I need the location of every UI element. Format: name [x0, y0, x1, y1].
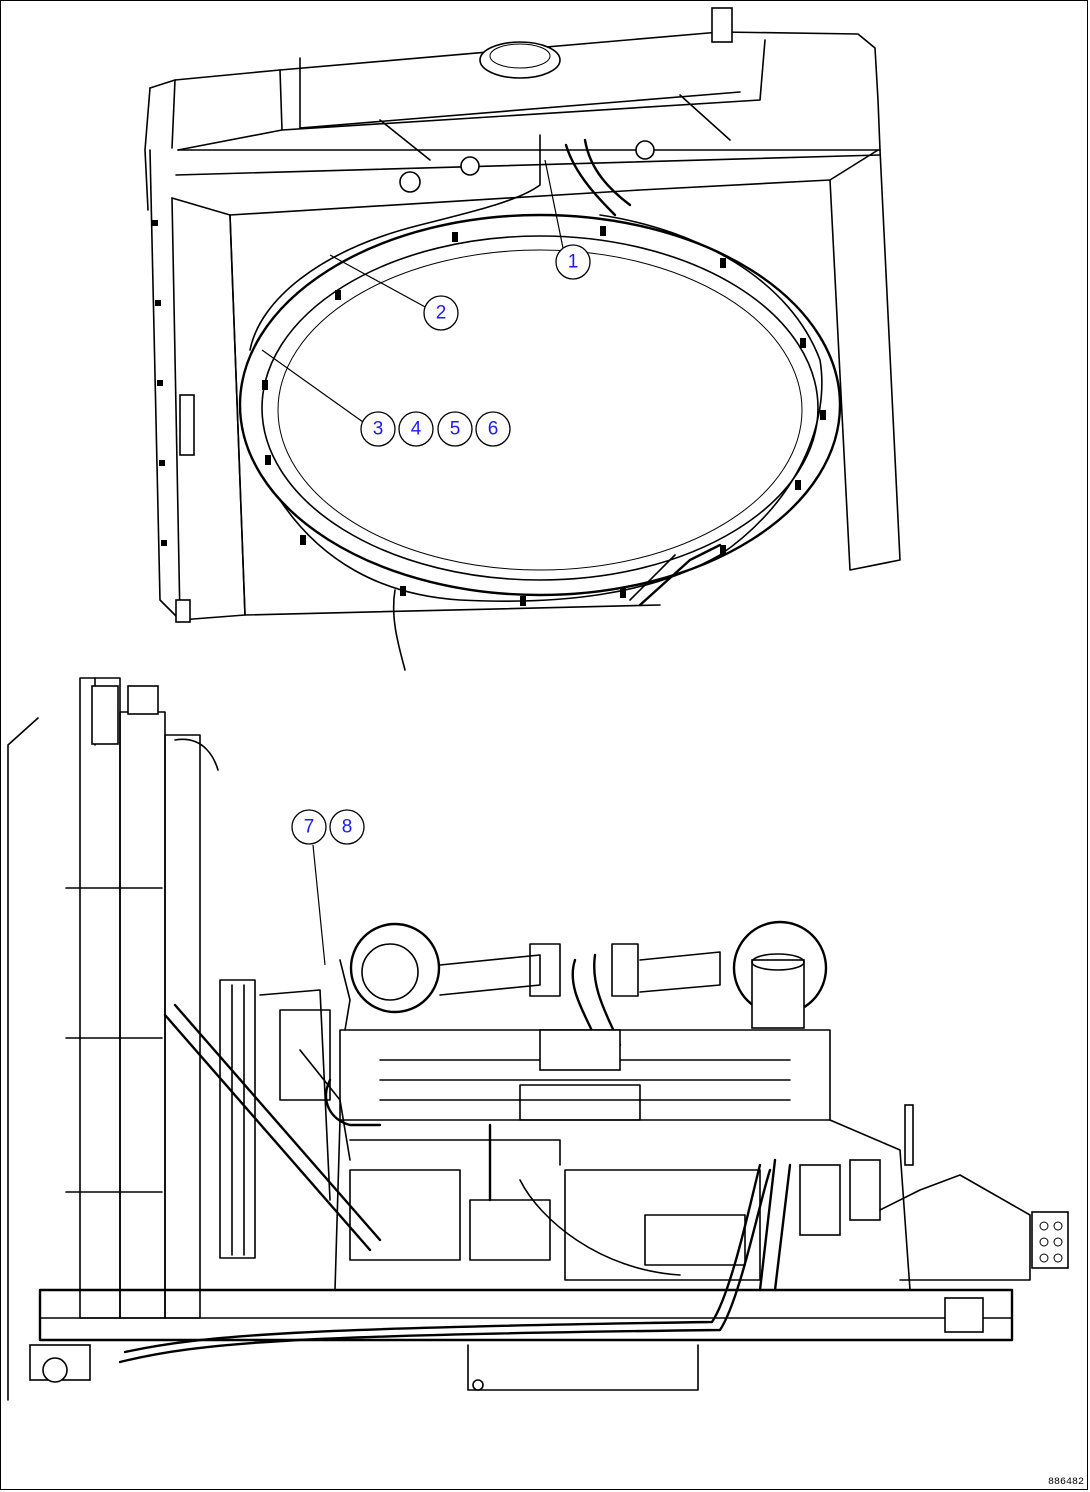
callout-7[interactable]: 7	[291, 809, 327, 845]
callout-8-label: 8	[342, 817, 353, 838]
callout-8[interactable]: 8	[329, 809, 365, 845]
callout-2-label: 2	[436, 303, 447, 324]
callout-3-label: 3	[373, 419, 384, 440]
callout-4-label: 4	[411, 419, 422, 440]
callout-3[interactable]: 3	[360, 411, 396, 447]
callout-5-label: 5	[450, 419, 461, 440]
callout-7-label: 7	[304, 817, 315, 838]
callout-4[interactable]: 4	[398, 411, 434, 447]
callout-6-label: 6	[488, 419, 499, 440]
callout-5[interactable]: 5	[437, 411, 473, 447]
engine-side-view	[7, 677, 1069, 1401]
callout-6[interactable]: 6	[475, 411, 511, 447]
callout-1[interactable]: 1	[555, 244, 591, 280]
figure-id: 886482	[1047, 1477, 1084, 1488]
callout-1-label: 1	[568, 252, 579, 273]
leader-lines	[261, 159, 564, 966]
callout-2[interactable]: 2	[423, 295, 459, 331]
fan-shroud-view	[144, 7, 901, 671]
